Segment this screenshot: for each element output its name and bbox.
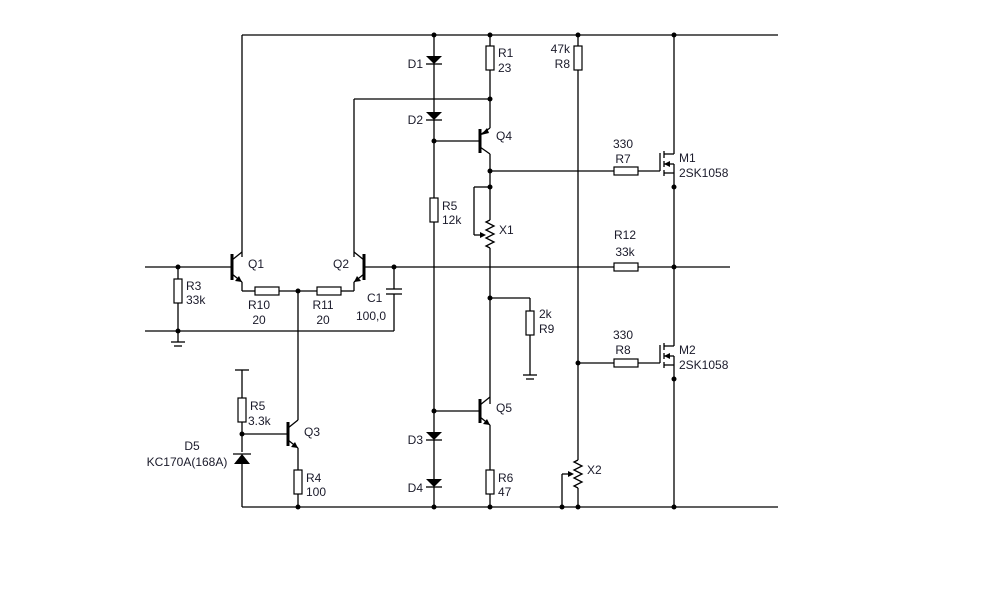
q2-ref: Q2	[333, 257, 349, 271]
r7-ref: R7	[615, 152, 631, 166]
transistor-q4: Q4	[434, 127, 512, 220]
r4-value: 100	[306, 485, 326, 499]
r11-value: 20	[316, 313, 330, 327]
r5a-value: 12k	[442, 213, 462, 227]
resistor-r8-47k: 47k R8	[551, 35, 583, 460]
transistor-q5: Q5	[434, 396, 512, 470]
m2-ref: M2	[679, 343, 696, 357]
d3-ref: D3	[408, 433, 424, 447]
r1-ref: R1	[498, 46, 514, 60]
transistor-q3: Q3	[242, 419, 320, 470]
resistor-r1: R1 23	[485, 35, 514, 128]
junction	[487, 96, 493, 102]
m1-value: 2SK1058	[679, 166, 729, 180]
resistor-r8-330: 330 R8	[578, 328, 660, 368]
r7-value: 330	[613, 137, 633, 151]
resistor-r3: R3 33k	[173, 267, 206, 331]
r8b-value: 330	[613, 328, 633, 342]
x1-ref: X1	[499, 223, 514, 237]
diode-column	[426, 35, 442, 507]
q1-ref: Q1	[248, 257, 264, 271]
r1-value: 23	[498, 61, 512, 75]
r8b-ref: R8	[615, 343, 631, 357]
resistor-r12: R12 33k	[613, 228, 639, 272]
resistor-r6: R6 47	[485, 469, 514, 507]
resistor-r10: R10 20	[248, 286, 317, 327]
resistor-r5-bias: R5 3.3k	[235, 369, 272, 452]
m1-ref: M1	[679, 151, 696, 165]
r11-ref: R11	[312, 298, 333, 312]
r3-value: 33k	[186, 293, 206, 307]
r5b-value: 3.3k	[248, 414, 272, 428]
q5-ref: Q5	[496, 401, 512, 415]
r9-value: 2k	[539, 307, 553, 321]
transistor-q2: Q2	[333, 98, 730, 291]
ground-icon	[171, 331, 185, 347]
transistor-q1: Q1	[230, 35, 264, 292]
q4-ref: Q4	[496, 129, 512, 143]
r6-value: 47	[498, 485, 512, 499]
junction	[671, 184, 677, 190]
mosfet-m2: M2 2SK1058	[659, 267, 729, 507]
r4-ref: R4	[306, 471, 322, 485]
d4-ref: D4	[408, 481, 424, 495]
r3-ref: R3	[186, 279, 202, 293]
r8a-value: 47k	[551, 42, 571, 56]
r9-ref: R9	[539, 322, 555, 336]
resistor-r9: 2k R9	[490, 297, 555, 380]
potentiometer-x1: X1	[473, 186, 514, 404]
d5-ref: D5	[184, 439, 200, 453]
zener-diode-d5: D5 KC170A(168A)	[147, 439, 251, 507]
potentiometer-x2: X2	[561, 459, 602, 507]
resistor-r11: R11 20	[312, 286, 354, 327]
r10-ref: R10	[248, 298, 270, 312]
r12-value: 33k	[615, 245, 635, 259]
m2-value: 2SK1058	[679, 358, 729, 372]
resistor-r7: 330 R7	[613, 137, 660, 176]
d5-value: KC170A(168A)	[147, 455, 228, 469]
r10-value: 20	[252, 313, 266, 327]
r5a-ref: R5	[442, 199, 458, 213]
r6-ref: R6	[498, 471, 514, 485]
x2-ref: X2	[587, 463, 602, 477]
capacitor-c1: C1 100,0	[356, 267, 402, 331]
d1-ref: D1	[408, 57, 424, 71]
junction	[671, 376, 677, 382]
c1-ref: C1	[367, 291, 383, 305]
r5b-ref: R5	[250, 399, 266, 413]
r12-ref: R12	[614, 228, 636, 242]
q3-ref: Q3	[304, 425, 320, 439]
mosfet-m1: M1 2SK1058	[659, 35, 729, 267]
c1-value: 100,0	[356, 309, 386, 323]
d2-ref: D2	[408, 113, 424, 127]
r8a-ref: R8	[555, 57, 571, 71]
resistor-r4: R4 100	[293, 469, 326, 507]
